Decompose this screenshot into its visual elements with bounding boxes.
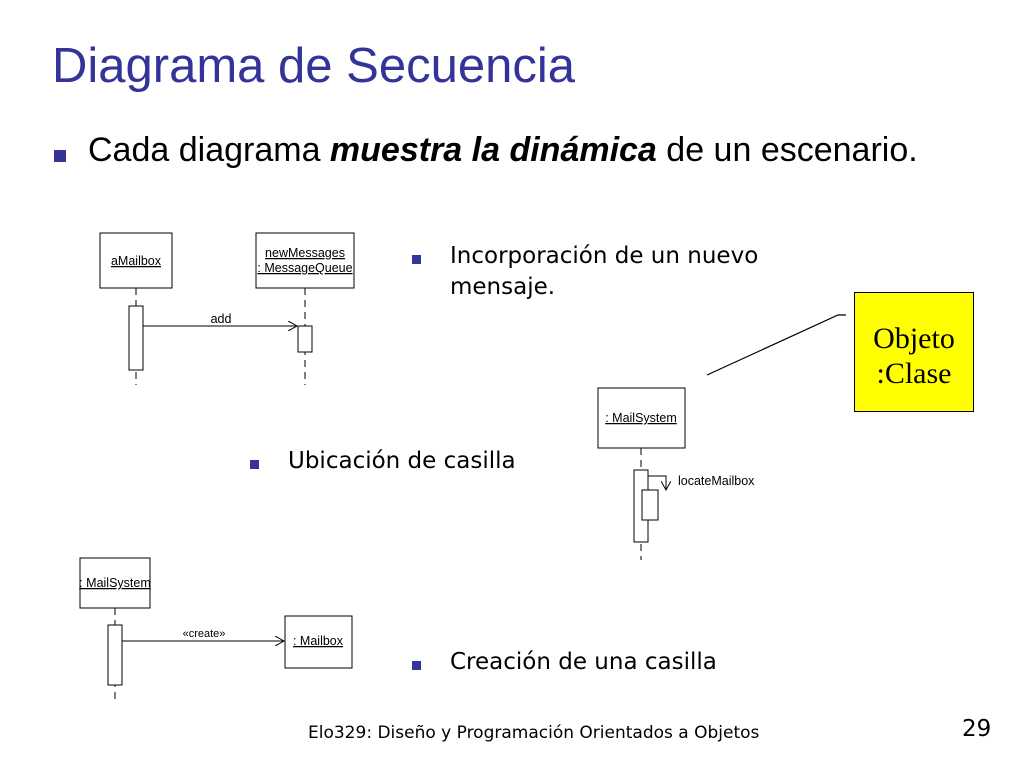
object-box-amailbox [99,232,173,289]
bullet-square-icon [412,661,421,670]
message-label-add: add [211,312,232,326]
object-box-mailsystem [597,387,686,449]
callout-line-2: :Clase [876,357,952,390]
bullet-square-icon [250,460,259,469]
object-label-newmessages: newMessages [265,246,345,260]
object-box-newmessages [255,232,355,289]
activation-bar-amailbox [128,305,144,371]
slide-title: Diagrama de Secuencia [52,39,575,93]
object-label-mailsystem-creator: : MailSystem [79,576,151,590]
sub-bullet-text: Creación de una casilla [450,649,717,675]
activation-bar-newmessages [297,325,313,353]
callout-connector-line [706,314,846,376]
activation-bar-mailsystem-creator [107,624,123,686]
object-box-mailbox [284,615,353,669]
object-label-messagequeue: : MessageQueue [257,261,352,275]
main-bullet-after: de un escenario. [656,131,918,169]
object-label-mailsystem: : MailSystem [605,411,677,425]
main-bullet-text: Cada diagrama muestra la dinámica de un … [88,130,918,170]
diagram-add-message: aMailbox newMessages : MessageQueue add [99,232,355,385]
callout-objeto-clase: Objeto :Clase [854,292,974,412]
message-label-locatemailbox: locateMailbox [678,474,755,488]
object-label-mailbox: : Mailbox [293,634,344,648]
message-label-create: «create» [183,628,226,640]
diagram-create-mailbox: : MailSystem : Mailbox «create» [79,557,353,700]
page-number: 29 [962,716,992,742]
main-bullet-emphasis: muestra la dinámica [329,131,657,169]
bullet-square-icon [412,255,421,264]
activation-bar-self-call [641,489,659,521]
footer-course: Elo329: Diseño y Programación Orientados… [308,723,760,743]
bullet-square-icon [54,150,66,162]
sub-bullet-text: Ubicación de casilla [288,448,516,474]
main-bullet-before: Cada diagrama [88,131,330,169]
sub-bullet-text: Incorporación de un nuevo mensaje. [450,243,759,300]
diagram-locate-mailbox: : MailSystem locateMailbox [597,387,755,560]
callout-line-1: Objeto [873,322,955,355]
object-label-amailbox: aMailbox [111,254,162,268]
self-message-arrow [648,475,666,490]
object-box-mailsystem-creator [79,557,151,609]
